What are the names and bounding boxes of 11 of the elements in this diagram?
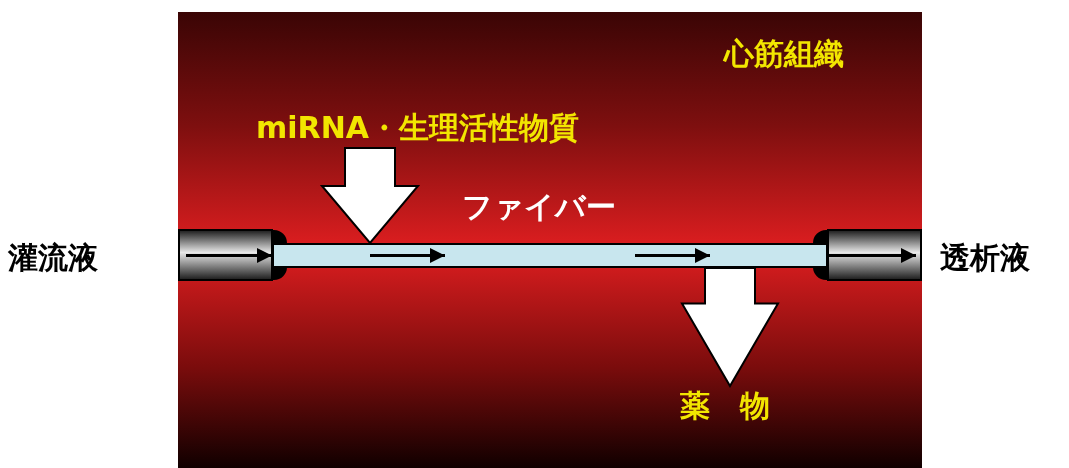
fiber-label: ファイバー bbox=[462, 189, 616, 225]
node-label: miRNA・生理活性物質 bbox=[256, 110, 579, 146]
node-label: 薬 物 bbox=[680, 388, 770, 424]
arrow bbox=[828, 248, 916, 263]
node-label: 灌流液 bbox=[8, 240, 98, 276]
tissue-label: 心筋組織 bbox=[724, 36, 844, 72]
block-arrow bbox=[680, 267, 780, 388]
block-arrow bbox=[319, 147, 421, 245]
arrow bbox=[186, 248, 272, 263]
node-label: 透析液 bbox=[940, 240, 1030, 276]
tissue-panel bbox=[178, 12, 922, 468]
